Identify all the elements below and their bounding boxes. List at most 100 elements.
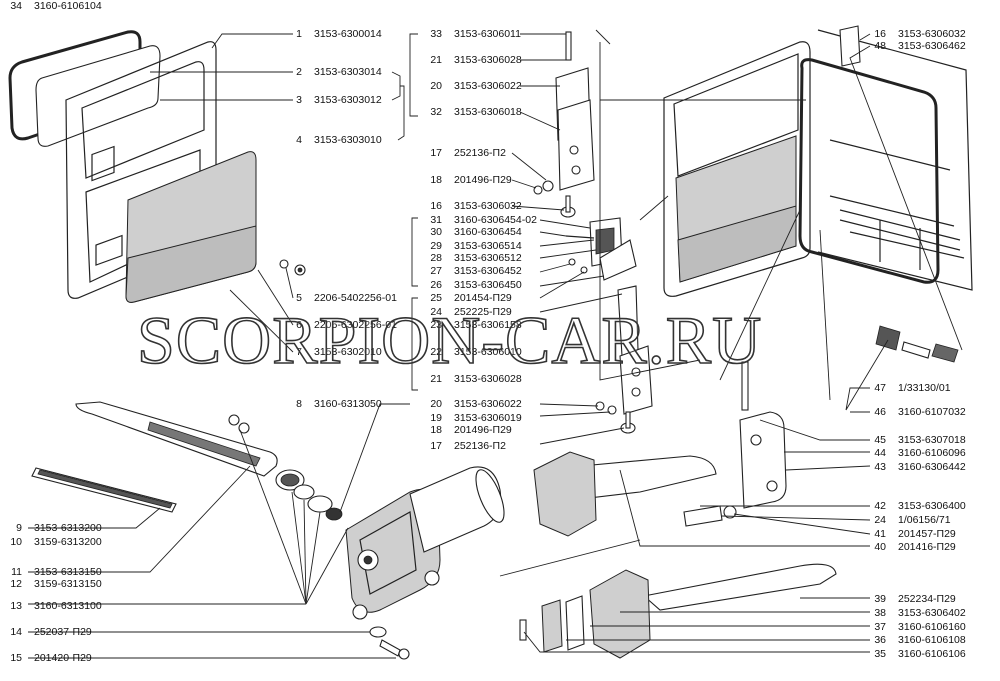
callout-part-code: 252136-П2 (454, 440, 506, 452)
callout-number: 21 (430, 373, 442, 385)
callout-part-code: 3153-6313200 (34, 522, 102, 534)
callout-part-code: 3160-6107032 (898, 406, 966, 418)
callout-part-code: 3160-6106104 (34, 0, 102, 12)
callout-part-code: 3153-6306018 (454, 106, 522, 118)
callout-number: 37 (874, 621, 886, 633)
callout-part-code: 3153-6306028 (454, 373, 522, 385)
callout-part-code: 3153-6302010 (314, 346, 382, 358)
wiper-leader-lines (28, 403, 410, 659)
callout-part-code: 3153-6313150 (34, 566, 102, 578)
callout-number: 1 (296, 28, 302, 40)
callout-number: 38 (874, 607, 886, 619)
center-leader-lines (409, 29, 806, 445)
callout-part-code: 3160-6106106 (898, 648, 966, 660)
callout-part-code: 3160-6106096 (898, 447, 966, 459)
callout-part-code: 3153-6307018 (898, 434, 966, 446)
callout-number: 13 (10, 600, 22, 612)
callout-number: 7 (296, 346, 302, 358)
callout-part-code: 3153-6306028 (454, 54, 522, 66)
callout-number: 26 (430, 279, 442, 291)
callout-part-code: 3153-6306032 (454, 200, 522, 212)
callout-number: 36 (874, 634, 886, 646)
callout-part-code: 3160-6106108 (898, 634, 966, 646)
callout-part-code: 2206-5402256-01 (314, 292, 397, 304)
callout-number: 5 (296, 292, 302, 304)
center-hinge-assembly (533, 31, 653, 434)
callout-part-code: 3153-6306019 (454, 412, 522, 424)
callout-number: 17 (430, 440, 442, 452)
callout-part-code: 3160-6306454 (454, 226, 522, 238)
callout-part-code: 252037-П29 (34, 626, 92, 638)
callout-part-code: 3159-6313200 (34, 536, 102, 548)
callout-number: 43 (874, 461, 886, 473)
callout-part-code: 3153-6306011 (454, 28, 521, 40)
callout-number: 14 (10, 626, 22, 638)
callout-number: 31 (430, 214, 442, 226)
right-leader-lines (499, 33, 963, 653)
callout-part-code: 3153-6306400 (898, 500, 966, 512)
callout-number: 22 (430, 346, 442, 358)
callout-number: 44 (874, 447, 886, 459)
callout-part-code: 3153-6306450 (454, 279, 522, 291)
left-leader-lines (150, 33, 405, 353)
callout-part-code: 3160-6306442 (898, 461, 966, 473)
right-door-assembly (519, 25, 973, 659)
left-door-assembly (8, 30, 306, 303)
callout-number: 20 (430, 398, 442, 410)
callout-number: 19 (430, 412, 442, 424)
callout-number: 2 (296, 66, 302, 78)
callout-part-code: 252234-П29 (898, 593, 956, 605)
callout-number: 18 (430, 174, 442, 186)
callout-number: 24 (430, 306, 442, 318)
wiper-assembly (31, 401, 505, 660)
callout-part-code: 201416-П29 (898, 541, 956, 553)
callout-number: 21 (430, 54, 442, 66)
callout-part-code: 3153-6303014 (314, 66, 382, 78)
callout-number: 9 (16, 522, 22, 534)
callout-number: 30 (430, 226, 442, 238)
callout-part-code: 3153-6306158 (454, 319, 522, 331)
callout-part-code: 3153-6306010 (454, 346, 522, 358)
callout-part-code: 201496-П29 (454, 424, 512, 436)
callout-part-code: 252225-П29 (454, 306, 512, 318)
callout-number: 32 (430, 106, 442, 118)
callout-number: 40 (874, 541, 886, 553)
callout-part-code: 252136-П2 (454, 147, 506, 159)
callout-part-code: 1/33130/01 (898, 382, 951, 394)
callout-number: 6 (296, 319, 302, 331)
callout-number: 16 (430, 200, 442, 212)
callout-number: 29 (430, 240, 442, 252)
callout-number: 45 (874, 434, 886, 446)
callout-number: 3 (296, 94, 302, 106)
callout-number: 47 (874, 382, 886, 394)
callout-number: 15 (10, 652, 22, 664)
callout-number: 42 (874, 500, 886, 512)
callout-part-code: 3153-6303010 (314, 134, 382, 146)
callout-number: 27 (430, 265, 442, 277)
callout-number: 12 (10, 578, 22, 590)
callout-number: 11 (11, 566, 22, 578)
callout-number: 17 (430, 147, 442, 159)
callout-number: 39 (874, 593, 886, 605)
callout-part-code: 1/06156/71 (898, 514, 951, 526)
callout-part-code: 201457-П29 (898, 528, 956, 540)
callout-part-code: 3153-6306512 (454, 252, 522, 264)
callout-part-code: 3153-6306514 (454, 240, 522, 252)
callout-number: 10 (10, 536, 22, 548)
callout-part-code: 3160-6313050 (314, 398, 382, 410)
callout-number: 16 (874, 28, 886, 40)
callout-part-code: 3153-6306452 (454, 265, 522, 277)
callout-part-code: 3160-6313100 (34, 600, 102, 612)
callout-part-code: 3153-6306462 (898, 40, 966, 52)
watermark-text: SCORPION-CAR.RU (136, 301, 763, 379)
callout-number: 46 (874, 406, 886, 418)
callout-number: 33 (430, 28, 442, 40)
callout-number: 28 (430, 252, 442, 264)
callout-number: 8 (296, 398, 302, 410)
callout-part-code: 201496-П29 (454, 174, 512, 186)
callout-number: 24 (874, 514, 886, 526)
callout-part-code: 3153-6306402 (898, 607, 966, 619)
callout-part-code: 3160-6106160 (898, 621, 966, 633)
callout-number: 23 (430, 319, 442, 331)
